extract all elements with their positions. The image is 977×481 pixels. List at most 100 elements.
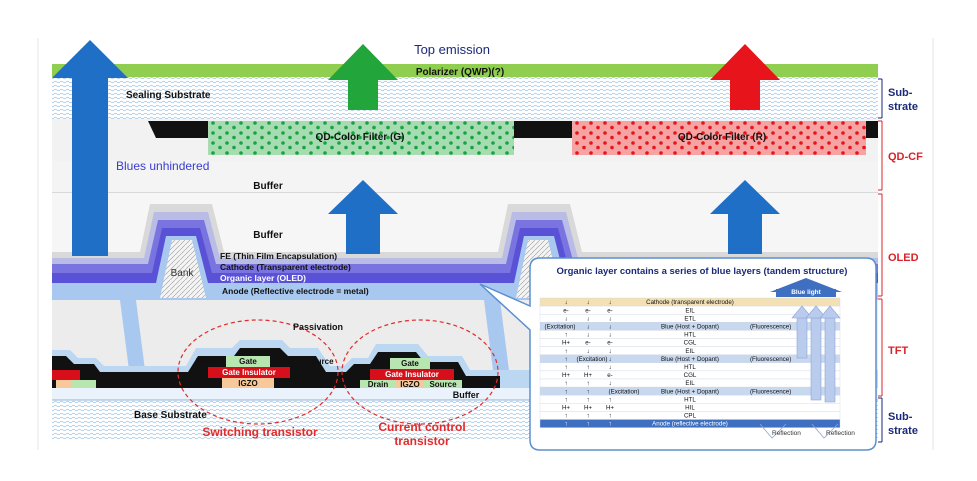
buffer-top-label: Buffer	[253, 181, 283, 192]
inset-row-col2: ↓	[586, 332, 589, 339]
inset-layer-stack: Cathode (transparent electrode)↓↓↓EILe-e…	[539, 297, 841, 428]
inset-row: EIL↑↓↓	[539, 346, 841, 355]
inset-row-label: Blue (Host + Dopant)	[661, 388, 719, 395]
igzo-left-label: IGZO	[238, 379, 258, 388]
inset-row-col3: ↓	[608, 356, 611, 363]
side-label-substrate-top-2: strate	[888, 101, 918, 113]
inset-row-col1: e-	[563, 307, 569, 314]
gate-insulator-left	[208, 367, 290, 378]
inset-row: HIL H+ H+ H+	[539, 403, 841, 412]
inset-row: Blue (Host + Dopant)↑↑(Excitation)(Fluor…	[539, 386, 841, 396]
inset-row-col3: ↑	[608, 413, 611, 420]
inset-row-col2: ↓	[586, 299, 589, 306]
inset-row-col2: e-	[585, 340, 591, 347]
inset-row-col3: ↓	[608, 348, 611, 355]
qd-color-filter-green	[208, 121, 514, 155]
switching-transistor-outline	[177, 319, 339, 425]
inset-row-col3: ↓	[608, 380, 611, 387]
polarizer-label: Polarizer (QWP)(?)	[416, 67, 504, 78]
inset-row: CPL↑↑↑	[539, 411, 841, 420]
inset-row-col3: H+	[606, 405, 614, 412]
inset-row-col1: ↑	[564, 348, 567, 355]
inset-row-col1: ↑	[564, 380, 567, 387]
inset-row-col3: e-	[607, 372, 613, 379]
buffer-mid-label: Buffer	[253, 230, 283, 241]
reflection-1-label: Reflection	[772, 430, 801, 437]
diagram-title: Top emission	[414, 42, 490, 57]
inset-row-col2: ↑	[586, 364, 589, 371]
inset-row-note: (Fluorescence)	[750, 388, 791, 395]
inset-row-col2: (Excitation)	[577, 356, 608, 363]
inset-row-label: EIL	[685, 307, 695, 314]
inset-row-col3: ↓	[608, 315, 611, 322]
inset-row-col2: e-	[585, 307, 591, 314]
inset-row: EIL ↑ ↑ ↓	[539, 378, 841, 388]
inset-row-label: HIL	[685, 405, 695, 412]
inset-row-label: Blue (Host + Dopant)	[661, 324, 719, 331]
side-label-substrate-bottom-2: strate	[888, 425, 918, 437]
gate-insulator-left-label: Gate Insulator	[222, 368, 276, 377]
base-substrate-label: Base Substrate	[134, 410, 207, 421]
inset-row-col1: ↓	[564, 315, 567, 322]
bank-label: Bank	[171, 268, 195, 279]
inset-row-col2: ↓	[586, 348, 589, 355]
inset-row-col2: ↓	[586, 315, 589, 322]
igzo-left	[222, 378, 274, 388]
source-right-pad	[424, 380, 462, 389]
inset-row-label: Anode (reflective electrode)	[652, 421, 728, 428]
inset-row-col1: H+	[562, 340, 570, 347]
red-emission-arrow	[710, 44, 780, 110]
inset-row-note: (Fluorescence)	[750, 324, 791, 331]
current-control-transistor-outline	[341, 319, 499, 425]
inset-row-label: CGL	[684, 340, 697, 347]
blues-unhindered-label: Blues unhindered	[116, 159, 209, 173]
drain-right-label: Drain	[368, 380, 389, 389]
qd-filter-red-label: QD-Color Filter (R)	[678, 132, 766, 143]
side-label-oled: OLED	[888, 252, 919, 264]
buffer-bottom-label: Buffer	[453, 390, 480, 400]
inset-row-label: CPL	[684, 413, 697, 420]
inset-row-col1: H+	[562, 405, 570, 412]
inset-row-col1: ↑	[564, 332, 567, 339]
polarizer-layer	[52, 64, 878, 77]
side-label-substrate-bottom-1: Sub-	[888, 411, 913, 423]
gate-right	[390, 358, 430, 369]
blue-arrow-green-subpixel	[328, 180, 398, 254]
inset-row: Anode (reflective electrode)↑↑↑	[539, 419, 841, 428]
inset-row-col2: H+	[584, 405, 592, 412]
blue-arrow-red-subpixel	[710, 180, 780, 254]
inset-row-note: (Fluorescence)	[750, 356, 791, 363]
qd-filter-green-label: QD-Color Filter (G)	[316, 132, 405, 143]
drain-right-pad	[360, 380, 396, 389]
organic-layer-label: Organic layer (OLED)	[220, 273, 306, 283]
anode-label: Anode (Reflective electrode = metal)	[222, 286, 369, 296]
fe-label: FE (Thin Film Encapsulation)	[220, 251, 337, 261]
bank-left	[160, 240, 206, 298]
inset-row-col2: ↑	[586, 396, 589, 403]
inset-row-label: HTL	[684, 364, 696, 371]
sealing-substrate-label: Sealing Substrate	[126, 90, 211, 101]
inset-title: Organic layer contains a series of blue …	[557, 266, 848, 277]
inset-row: Blue (Host + Dopant)(Excitation)↓↓(Fluor…	[539, 322, 841, 331]
inset-row-col2: ↑	[586, 380, 589, 387]
gate-right-label: Gate	[401, 359, 419, 368]
inset-row-col1: ↑	[564, 421, 567, 428]
switching-transistor-caption: Switching transistor	[202, 425, 318, 439]
inset-row-col1: ↓	[564, 299, 567, 306]
inset-row-label: EIL	[685, 380, 695, 387]
inset-row-col3: ↓	[608, 332, 611, 339]
inset-row-col1: H+	[562, 372, 570, 379]
inset-row-label: Cathode (transparent electrode)	[646, 299, 734, 306]
inset-row: HTL↑↑↓	[539, 362, 841, 372]
inset-row-col1: ↑	[564, 364, 567, 371]
inset-row-col3: ↑	[608, 421, 611, 428]
gate-left-label: Gate	[239, 357, 257, 366]
side-label-qdcf: QD-CF	[888, 151, 923, 163]
inset-row: HTL↑↑↑	[539, 395, 841, 404]
igzo-right-label: IGZO	[400, 380, 420, 389]
inset-row-col3: ↓	[608, 299, 611, 306]
drain-left-label: Drain	[196, 357, 217, 366]
